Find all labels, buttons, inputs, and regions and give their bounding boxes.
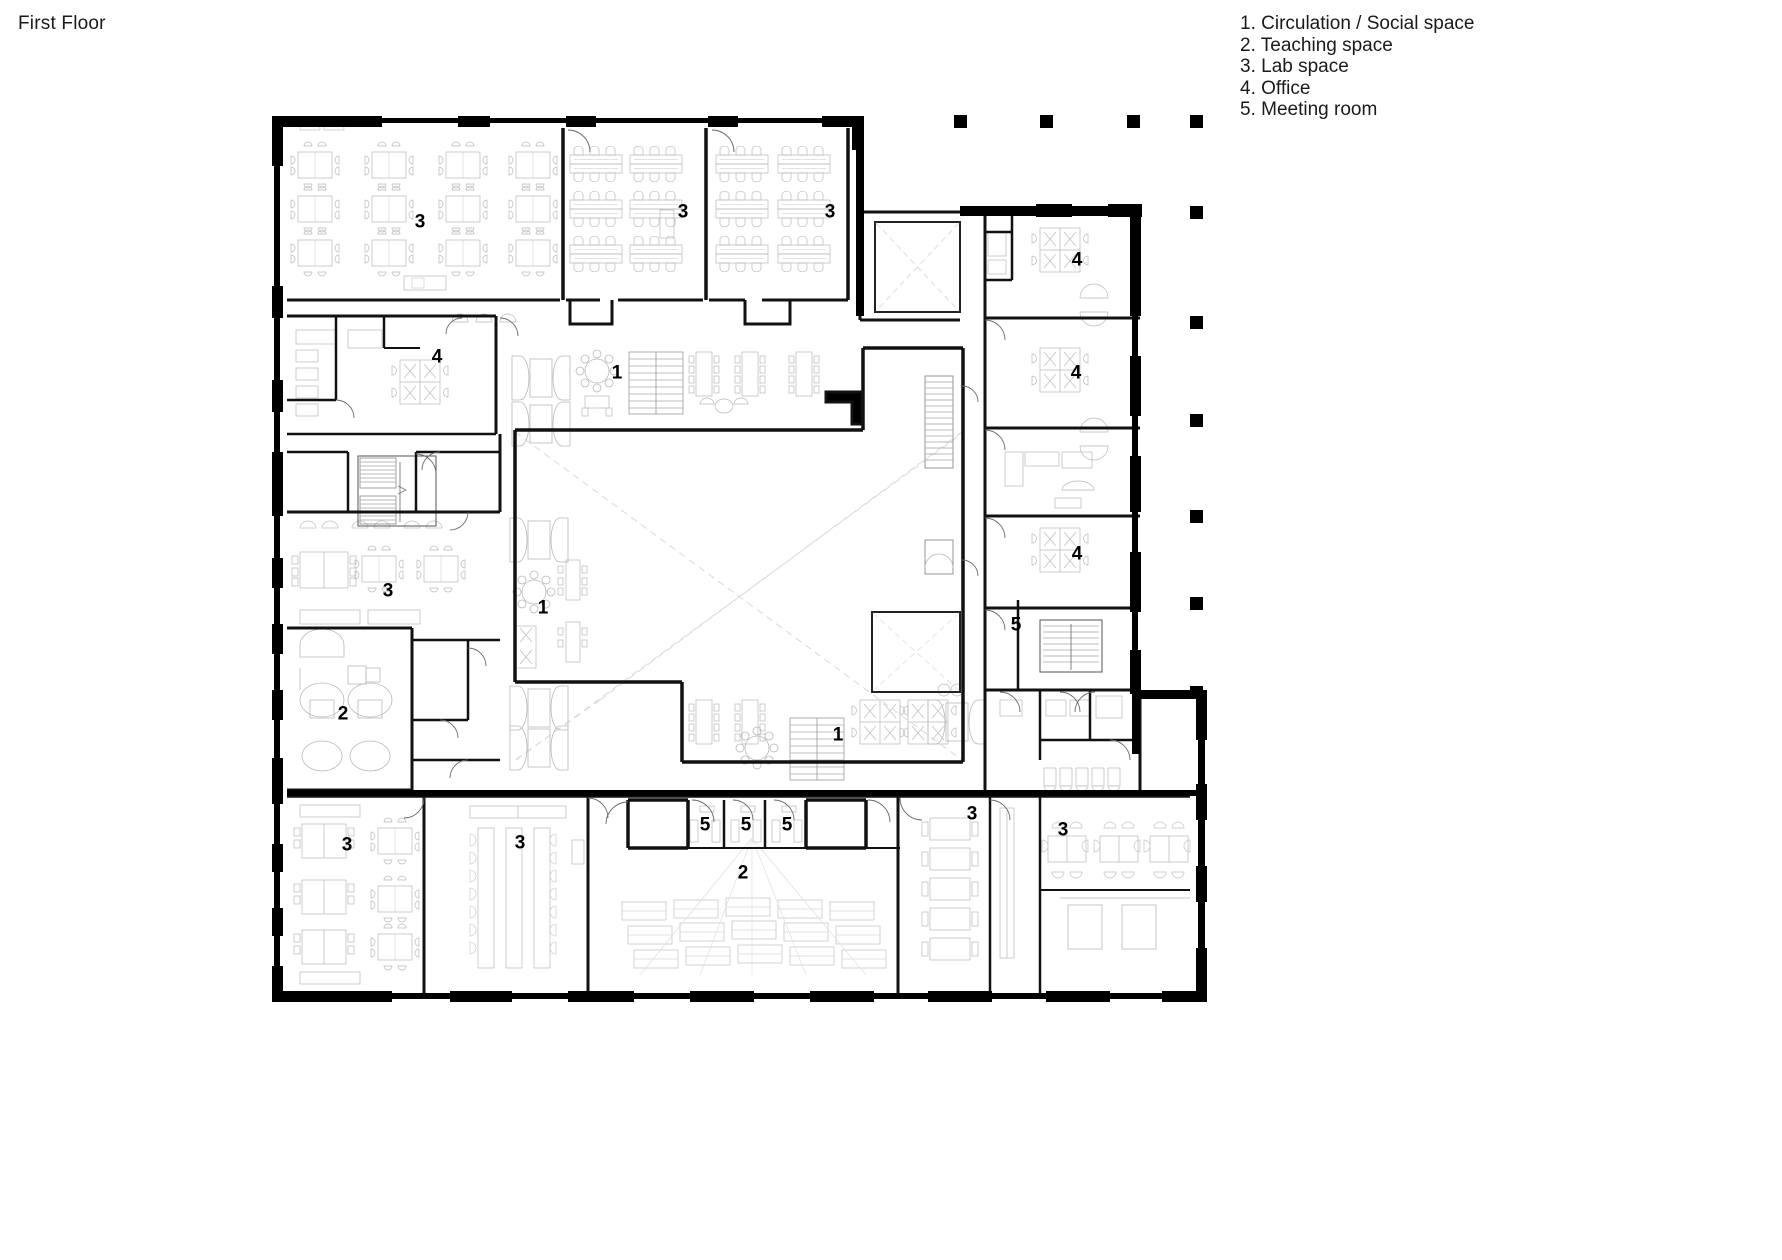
legend: 1. Circulation / Social space 2. Teachin…: [1240, 13, 1474, 121]
legend-item-3: 3. Lab space: [1240, 56, 1349, 77]
legend-item-2: 2. Teaching space: [1240, 34, 1393, 56]
legend-item-5: 5. Meeting room: [1240, 99, 1378, 120]
page-title: First Floor: [18, 13, 106, 34]
lower-void-box: [871, 611, 961, 693]
north-void-box: [874, 221, 961, 313]
furniture-layer: [290, 117, 1191, 985]
external-columns: [954, 115, 1203, 699]
external-walls: [272, 116, 1207, 1002]
legend-item-4: 4. Office: [1240, 77, 1311, 99]
central-atrium-void: [514, 348, 963, 762]
stairs: [357, 375, 1103, 673]
legend-item-1: 1. Circulation / Social space: [1240, 13, 1475, 34]
door-swings: [335, 129, 1131, 825]
